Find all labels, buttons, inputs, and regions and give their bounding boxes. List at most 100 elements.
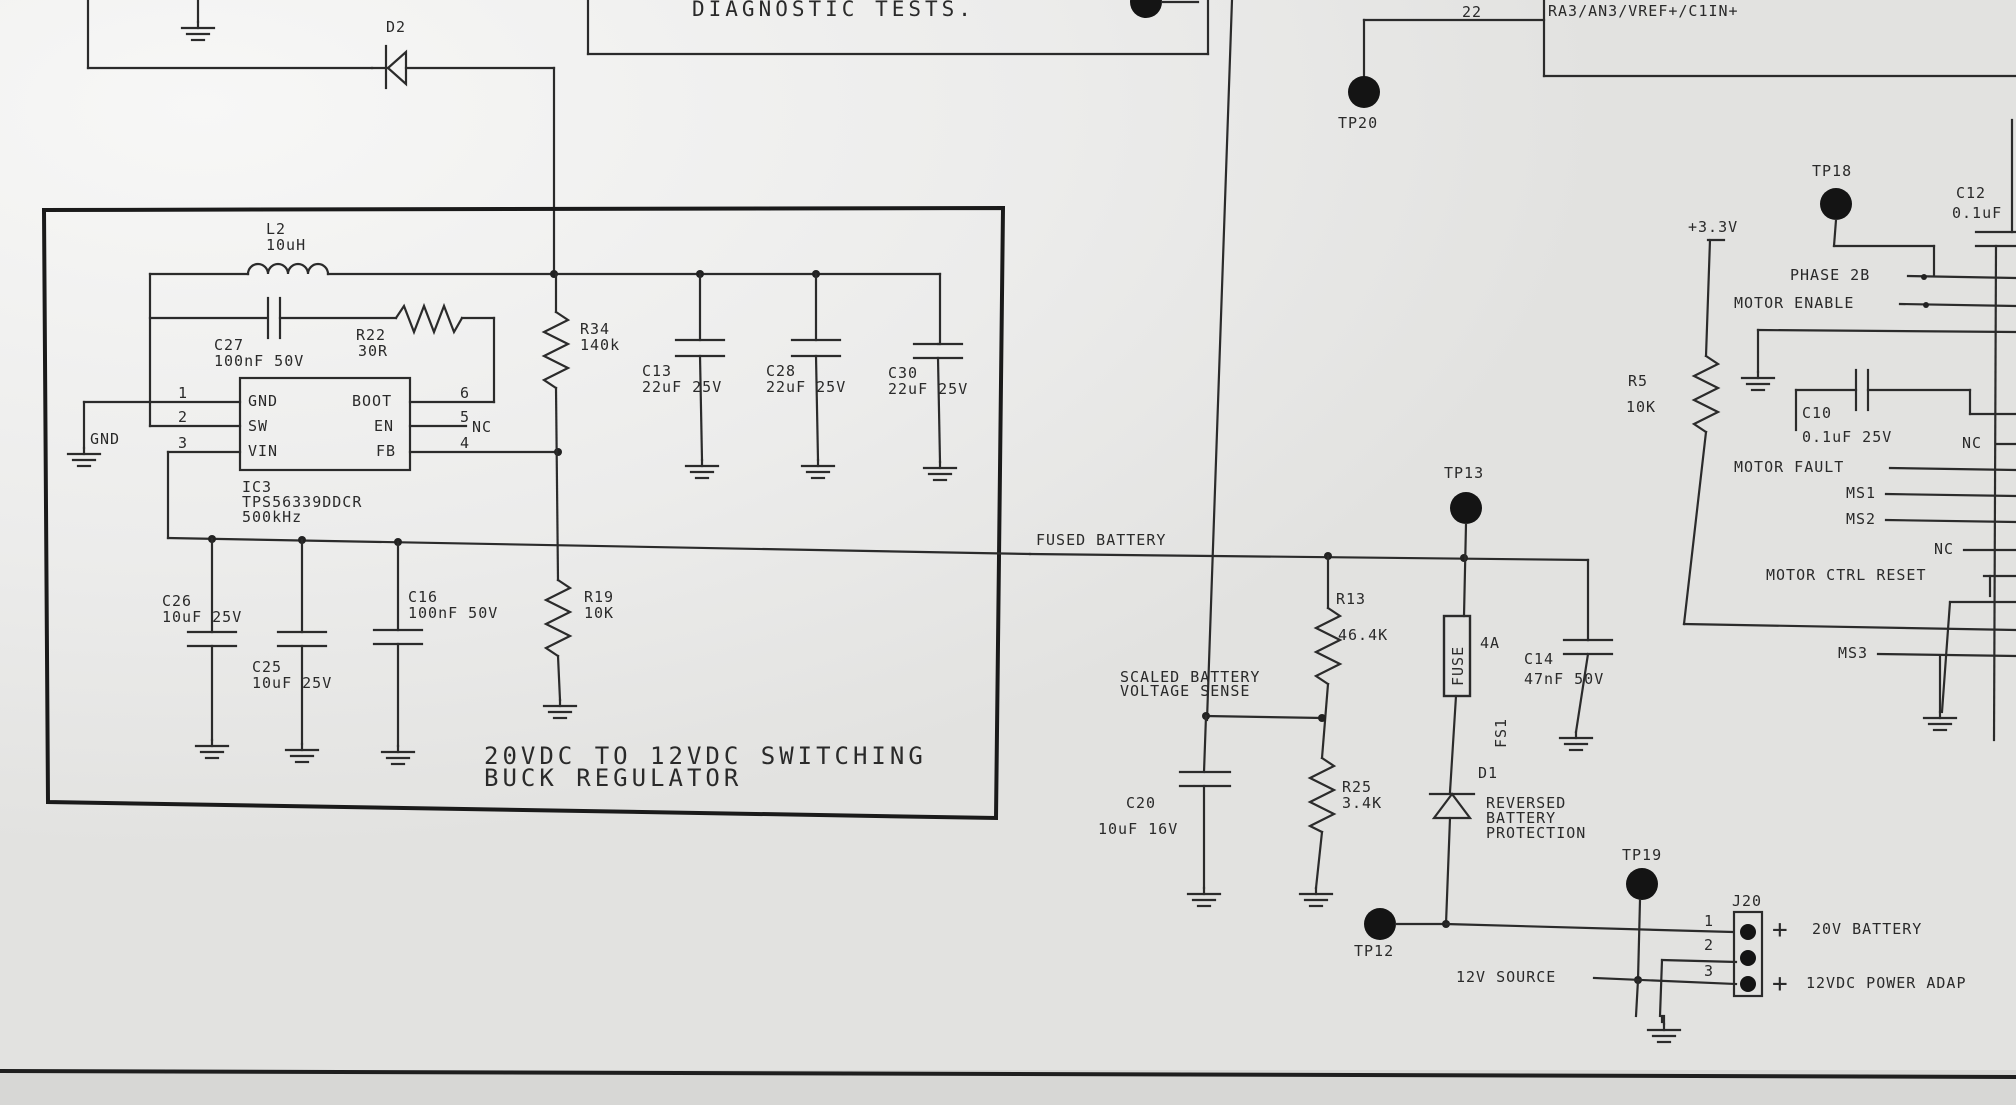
- label-gnd: GND: [90, 430, 120, 448]
- label-nc-en: NC: [472, 418, 492, 436]
- diagnostic-box: DIAGNOSTIC TESTS.: [586, 0, 1210, 56]
- ic3-chip: GND SW VIN BOOT EN FB 1 2 3 6 5 4 NC IC3…: [82, 376, 562, 526]
- label-scaled-battery: SCALED BATTERY: [1120, 668, 1260, 686]
- label-ic3-part: TPS56339DDCR: [242, 493, 362, 511]
- testpoint-tp20: [1348, 76, 1380, 108]
- pin-num-5: 5: [460, 408, 470, 426]
- label-ic3: IC3: [242, 478, 272, 496]
- pin-num-6: 6: [460, 384, 470, 402]
- label-tp18: TP18: [1812, 162, 1852, 180]
- label-c27-value: 100nF 50V: [214, 352, 304, 370]
- label-12vdc-power-adapter: 12VDC POWER ADAP: [1806, 974, 1967, 992]
- label-tp12: TP12: [1354, 942, 1394, 960]
- label-c16: C16: [408, 588, 438, 606]
- label-r34: R34: [580, 320, 610, 338]
- label-ra3-pin: RA3/AN3/VREF+/C1IN+: [1548, 2, 1739, 20]
- title-line-1: 20VDC TO 12VDC SWITCHING: [484, 742, 927, 770]
- title-line-2: BUCK REGULATOR: [484, 764, 742, 792]
- label-c28: C28: [766, 362, 796, 380]
- resistor-r22: [394, 302, 464, 336]
- label-c20: C20: [1126, 794, 1156, 812]
- tp20-group: TP20 22 RA3/AN3/VREF+/C1IN+: [1338, 0, 2016, 132]
- buck-top-rail: L2 10uH: [148, 220, 942, 428]
- label-r22: R22: [356, 326, 386, 344]
- label-d2: D2: [386, 18, 406, 36]
- label-nc-right: NC: [1962, 434, 1982, 452]
- label-c10: C10: [1802, 404, 1832, 422]
- diode-d1-symbol: [1431, 792, 1473, 820]
- label-c13-value: 22uF 25V: [642, 378, 722, 396]
- label-r13: R13: [1336, 590, 1366, 608]
- label-c25-value: 10uF 25V: [252, 674, 332, 692]
- pin-num-4: 4: [460, 434, 470, 452]
- label-c30-value: 22uF 25V: [888, 380, 968, 398]
- resistor-r34: [541, 310, 571, 390]
- pin-sw: SW: [248, 417, 268, 435]
- label-ms2: MS2: [1846, 510, 1876, 528]
- pin-vin: VIN: [248, 442, 278, 460]
- pin-gnd: GND: [248, 392, 278, 410]
- label-c12-value: 0.1uF: [1952, 204, 2002, 222]
- label-20v-battery: 20V BATTERY: [1812, 920, 1922, 938]
- label-reversed: REVERSED: [1486, 794, 1566, 812]
- testpoint-tp19: [1626, 868, 1658, 900]
- motor-driver-area: TP18 C12 0.1uF +3.3V R5 10K PHASE 2B MOT…: [1626, 118, 2016, 742]
- label-c30: C30: [888, 364, 918, 382]
- pin-en: EN: [374, 417, 394, 435]
- label-c25: C25: [252, 658, 282, 676]
- label-c12: C12: [1956, 184, 1986, 202]
- resistor-r19: [543, 578, 573, 658]
- label-r13-value: 46.4K: [1338, 626, 1388, 644]
- label-motor-fault: MOTOR FAULT: [1734, 458, 1844, 476]
- label-c26: C26: [162, 592, 192, 610]
- label-r25: R25: [1342, 778, 1372, 796]
- top-left-block: D2: [86, 0, 556, 276]
- label-net-22: 22: [1462, 3, 1482, 21]
- label-ms3: MS3: [1838, 644, 1868, 662]
- label-r25-value: 3.4K: [1342, 794, 1382, 812]
- cap-c14: C14 47nF 50V: [1524, 638, 1614, 752]
- label-battery: BATTERY: [1486, 809, 1556, 827]
- label-r5: R5: [1628, 372, 1648, 390]
- label-motor-enable: MOTOR ENABLE: [1734, 294, 1854, 312]
- label-protection: PROTECTION: [1486, 824, 1586, 842]
- label-c13: C13: [642, 362, 672, 380]
- pin-num-1: 1: [178, 384, 188, 402]
- label-tp20: TP20: [1338, 114, 1378, 132]
- label-j20-pin2: 2: [1704, 936, 1714, 954]
- label-fuse: FUSE: [1449, 646, 1467, 686]
- label-phase-2b: PHASE 2B: [1790, 266, 1870, 284]
- pin-num-3: 3: [178, 434, 188, 452]
- testpoint-tp18: [1820, 188, 1852, 220]
- pin-boot: BOOT: [352, 392, 392, 410]
- gnd-left: GND: [66, 400, 120, 468]
- label-plus-3v3: +3.3V: [1688, 218, 1738, 236]
- label-c14: C14: [1524, 650, 1554, 668]
- label-c20-value: 10uF 16V: [1098, 820, 1178, 838]
- fused-battery-rail: FUSED BATTERY: [166, 450, 1590, 642]
- label-motor-ctrl-reset: MOTOR CTRL RESET: [1766, 566, 1927, 584]
- inductor-l2: [246, 262, 330, 276]
- label-c16-value: 100nF 50V: [408, 604, 498, 622]
- label-j20-pin3: 3: [1704, 962, 1714, 980]
- output-caps: C13 22uF 25V C28 22uF 25V C30 22uF 25V: [642, 272, 968, 482]
- label-c10-value: 0.1uF 25V: [1802, 428, 1892, 446]
- label-c26-value: 10uF 25V: [162, 608, 242, 626]
- label-j20-pin1: 1: [1704, 912, 1714, 930]
- label-plus-adapter: +: [1772, 969, 1788, 999]
- resistor-r13: [1313, 606, 1343, 686]
- label-r22-value: 30R: [358, 342, 388, 360]
- label-plus-battery: +: [1772, 915, 1788, 945]
- label-ms1: MS1: [1846, 484, 1876, 502]
- label-c27: C27: [214, 336, 244, 354]
- testpoint-tp13: [1450, 492, 1482, 524]
- label-diagnostic-tests: DIAGNOSTIC TESTS.: [692, 0, 975, 21]
- label-nc-lower: NC: [1934, 540, 1954, 558]
- label-l2: L2: [266, 220, 286, 238]
- connector-j20: TP12 TP19 J20 1 2 3 + + 20V BATTERY 12VD…: [1354, 846, 1967, 1044]
- label-d1: D1: [1478, 764, 1498, 782]
- label-fuse-rating: 4A: [1480, 634, 1500, 652]
- label-r19-value: 10K: [584, 604, 614, 622]
- label-tp19: TP19: [1622, 846, 1662, 864]
- label-c28-value: 22uF 25V: [766, 378, 846, 396]
